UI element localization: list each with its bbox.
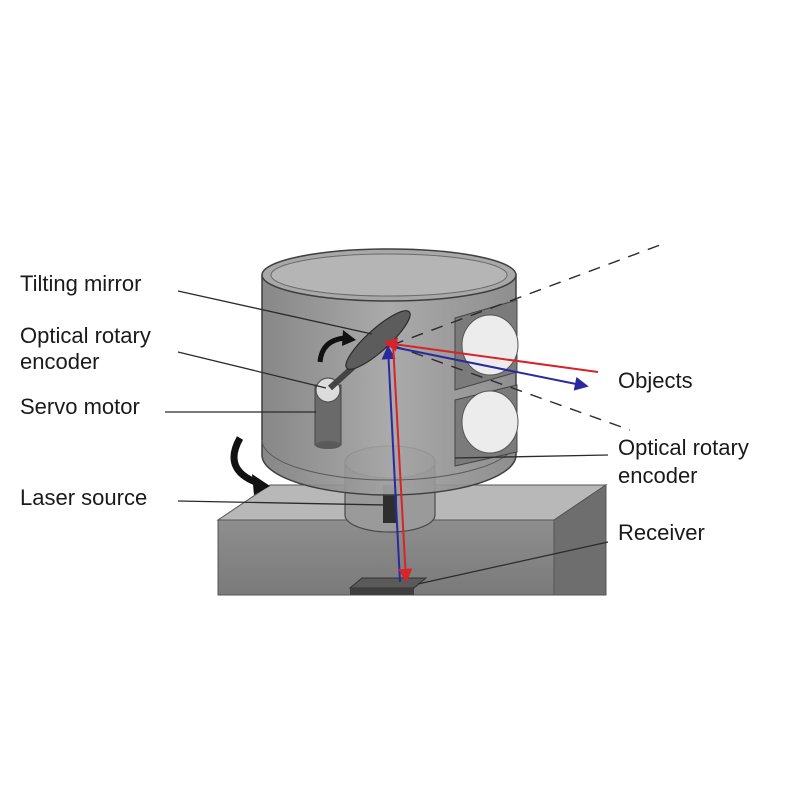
emitted-beam-horizontal	[387, 345, 589, 391]
leader-laser-source	[177, 500, 387, 506]
emitted-beam-vertical	[381, 345, 401, 583]
label-objects: Objects	[618, 368, 693, 393]
fov-line-bottom	[391, 344, 631, 431]
label-optical-rotary-encoder-right: Optical rotary encoder	[618, 435, 755, 488]
label-servo-motor: Servo motor	[20, 394, 140, 419]
servo-motor	[314, 377, 342, 449]
leader-tilting-mirror	[177, 290, 373, 335]
returned-beam-horizontal	[383, 337, 599, 373]
label-tilting-mirror: Tilting mirror	[20, 271, 141, 296]
optical-window-bottom	[454, 384, 519, 467]
mirror-tilt-arrow	[317, 335, 346, 363]
label-optical-rotary-encoder-left: Optical rotary encoder	[20, 323, 157, 374]
returned-beam-vertical	[392, 343, 413, 583]
label-receiver: Receiver	[618, 520, 705, 545]
head-rotation-arrow	[230, 436, 260, 487]
leader-encoder-right	[454, 454, 609, 459]
fov-line-top	[391, 244, 661, 346]
leader-receiver	[417, 541, 609, 585]
leader-encoder-left	[177, 351, 327, 389]
label-laser-source: Laser source	[20, 485, 147, 510]
